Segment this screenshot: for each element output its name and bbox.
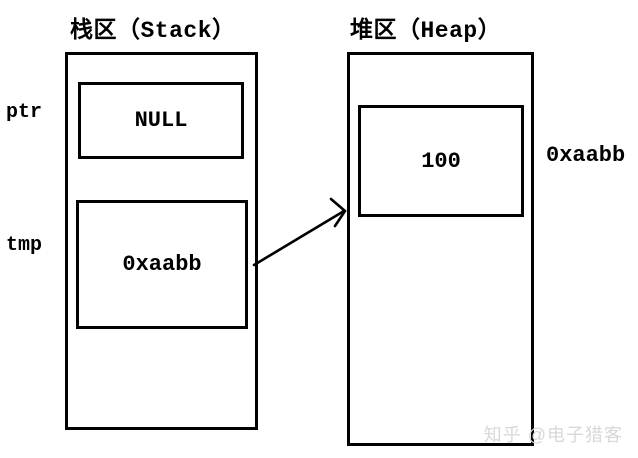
ptr-value-cell: NULL	[78, 82, 244, 159]
ptr-variable-label: ptr	[6, 101, 43, 124]
tmp-value-cell: 0xaabb	[76, 200, 248, 329]
tmp-variable-label: tmp	[6, 234, 43, 257]
ptr-value-text: NULL	[134, 108, 188, 133]
heap-value-text: 100	[421, 148, 461, 174]
heap-region-title: 堆区（Heap）	[350, 18, 502, 44]
heap-value-cell: 100	[358, 105, 524, 217]
tmp-value-text: 0xaabb	[122, 252, 202, 277]
heap-address-label: 0xaabb	[546, 143, 626, 168]
stack-region-title: 栈区（Stack）	[70, 18, 236, 44]
watermark: 知乎 @电子猎客	[483, 425, 623, 445]
